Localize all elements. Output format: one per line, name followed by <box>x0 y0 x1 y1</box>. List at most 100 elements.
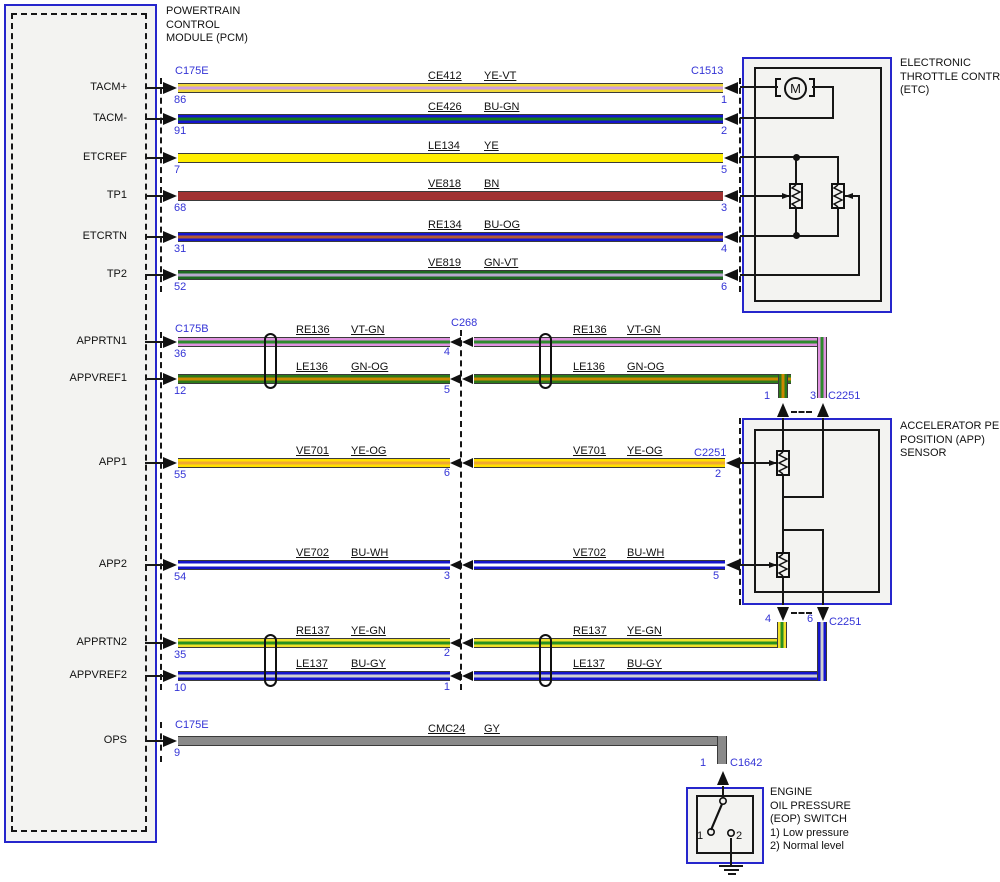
wire-circuit-label: VE701 <box>296 445 330 457</box>
connector-label-c1642: C1642 <box>730 757 763 769</box>
twisted-pair-icon <box>264 634 277 687</box>
connector-label-c175e-bottom: C175E <box>175 719 209 731</box>
pcm-pin-stub <box>145 675 164 677</box>
pcm-pin-stub <box>145 195 164 197</box>
connector-dashed-line <box>739 418 741 605</box>
eop-contact-1-label: 1 <box>697 830 704 842</box>
eop-label-line: 2) Normal level <box>770 840 844 852</box>
pin-number: 5 <box>713 570 720 582</box>
wire-VE702 <box>474 560 725 570</box>
wire-RE137 <box>178 638 450 648</box>
pcm-pin-label: TP1 <box>106 189 127 201</box>
twisted-pair-icon <box>539 333 552 389</box>
connector-label-c175e-top: C175E <box>175 65 209 77</box>
app-label-line: POSITION (APP) <box>900 433 985 446</box>
schematic-line <box>822 418 824 498</box>
wire-color-label: GN-OG <box>627 361 665 373</box>
arrowhead-icon <box>462 337 473 347</box>
arrowhead-icon <box>450 337 461 347</box>
arrowhead-icon <box>163 336 177 348</box>
wire-LE134 <box>178 153 723 163</box>
pin-number: 68 <box>174 202 187 214</box>
wire-color-label: GY <box>484 723 500 735</box>
etc-label: ELECTRONIC THROTTLE CONTROL (ETC) <box>900 57 1000 98</box>
wire-color-label: YE-GN <box>627 625 662 637</box>
wire-LE136 <box>474 374 791 384</box>
wire-VE819 <box>178 270 723 280</box>
connector-label-c268: C268 <box>451 317 478 329</box>
wire-circuit-label: CMC24 <box>428 723 466 735</box>
pin-number: 12 <box>174 385 187 397</box>
schematic-line <box>822 529 824 605</box>
eop-box <box>686 787 764 864</box>
wire-circuit-label: LE134 <box>428 140 460 152</box>
arrowhead-icon <box>163 559 177 571</box>
schematic-line <box>740 235 839 237</box>
pin-number: 4 <box>443 346 450 358</box>
pin-number: 91 <box>174 125 187 137</box>
wire-circuit-label: RE136 <box>573 324 607 336</box>
pin-number: 1 <box>443 681 450 693</box>
arrowhead-icon <box>462 671 473 681</box>
connector-label-c2251-pin2: C2251 <box>694 447 727 459</box>
etc-inner-box <box>754 67 882 302</box>
wire-color-label: BU-GY <box>351 658 386 670</box>
pcm-title: POWERTRAIN CONTROL MODULE (PCM) <box>166 5 248 46</box>
pin-number: 55 <box>174 469 187 481</box>
pcm-pin-label: APP2 <box>98 558 127 570</box>
wire-color-label: YE-GN <box>351 625 386 637</box>
arrowhead-icon <box>724 82 738 94</box>
app-label: ACCELERATOR PEDAL POSITION (APP) SENSOR <box>900 420 1000 461</box>
schematic-line <box>740 564 777 566</box>
schematic-line <box>728 873 736 875</box>
pin-number: 2 <box>715 468 722 480</box>
wire-LE137 <box>817 622 827 681</box>
pcm-pin-label: APPRTN2 <box>76 636 127 648</box>
wire-VE701 <box>178 458 450 468</box>
arrowhead-icon <box>163 735 177 747</box>
wire-color-label: YE <box>484 140 499 152</box>
wire-color-label: GN-VT <box>484 257 519 269</box>
app-inner-box <box>754 429 880 593</box>
wire-color-label: BU-GN <box>484 101 520 113</box>
wire-circuit-label: RE137 <box>296 625 330 637</box>
wire-circuit-label: VE701 <box>573 445 607 457</box>
connector-dashed-line <box>160 722 162 762</box>
schematic-line <box>740 195 789 197</box>
schematic-line <box>795 209 797 236</box>
wire-VE818 <box>178 191 723 201</box>
arrowhead-icon <box>782 193 790 199</box>
wire-color-label: YE-OG <box>351 445 387 457</box>
eop-inner-box <box>696 795 754 854</box>
arrowhead-icon <box>462 560 473 570</box>
pcm-pin-label: ETCRTN <box>82 230 127 242</box>
arrowhead-icon <box>450 638 461 648</box>
arrowhead-icon <box>726 559 740 571</box>
wire-CE426 <box>178 114 723 124</box>
arrowhead-icon <box>450 458 461 468</box>
arrowhead-icon <box>163 82 177 94</box>
schematic-line <box>740 462 777 464</box>
wire-circuit-label: RE137 <box>573 625 607 637</box>
eop-label: ENGINE OIL PRESSURE (EOP) SWITCH 1) Low … <box>770 786 851 854</box>
arrowhead-icon <box>163 670 177 682</box>
schematic-line <box>858 195 860 276</box>
schematic-line <box>724 869 739 871</box>
pcm-pin-label: TACM+ <box>90 81 127 93</box>
pin-number: 54 <box>174 571 187 583</box>
eop-label-line: 1) Low pressure <box>770 826 849 839</box>
arrowhead-icon <box>163 113 177 125</box>
pcm-title-line: CONTROL <box>166 18 220 31</box>
arrowhead-icon <box>724 269 738 281</box>
wire-circuit-label: LE136 <box>296 361 328 373</box>
pin-number: 3 <box>443 570 450 582</box>
wire-color-label: BU-GY <box>627 658 662 670</box>
pcm-pin-stub <box>145 274 164 276</box>
arrowhead-icon <box>724 231 738 243</box>
etc-label-line: (ETC) <box>900 84 930 96</box>
schematic-line <box>795 156 797 184</box>
wire-RE134 <box>178 232 723 242</box>
pcm-pin-stub <box>145 564 164 566</box>
pcm-pin-stub <box>145 87 164 89</box>
wire-RE136 <box>178 337 450 347</box>
